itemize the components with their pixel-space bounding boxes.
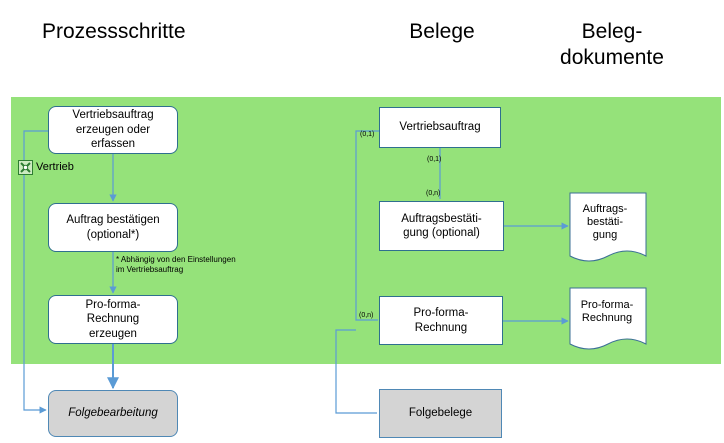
doc-followup-documents[interactable]: Folgebelege [379,389,502,438]
document-shape-2 [569,287,647,350]
footnote: * Abhängig von den Einstellungen im Vert… [116,255,236,274]
flow-lane-followup [23,130,48,414]
doc-order-confirmation[interactable]: Auftragsbestäti- gung (optional) [379,201,504,251]
header-process-steps: Prozessschritte [42,20,186,43]
step-create-sales-order[interactable]: Vertriebsauftrag erzeugen oder erfassen [48,106,178,154]
link-bracket-followup [335,329,377,414]
sales-lane-text: Vertrieb [36,161,74,173]
sales-lane-icon [18,159,33,175]
link-doc1-doc3 [355,130,379,321]
cardinality-doc1-left: (0,1) [360,131,375,138]
header-document-files: Beleg- dokumente [560,20,664,69]
file-order-confirmation-label: Auftrags- bestäti- gung [582,203,628,241]
doc-sales-order[interactable]: Vertriebsauftrag [379,107,501,148]
step-followup-processing[interactable]: Folgebearbeitung [48,390,178,437]
file-proforma-invoice-label: Pro-forma- Rechnung [580,299,634,324]
doc-proforma-invoice[interactable]: Pro-forma- Rechnung [379,296,503,345]
cardinality-doc3-left: (0,n) [359,312,374,319]
sales-lane-label: Vertrieb [18,159,74,175]
step-confirm-order[interactable]: Auftrag bestätigen (optional*) [48,203,178,252]
document-shape-1 [569,192,647,262]
cardinality-doc1-bottom: (0,1) [427,156,442,163]
header-documents: Belege [409,20,475,43]
cardinality-doc2-top: (0,n) [426,190,441,197]
step-create-proforma[interactable]: Pro-forma- Rechnung erzeugen [48,295,178,344]
